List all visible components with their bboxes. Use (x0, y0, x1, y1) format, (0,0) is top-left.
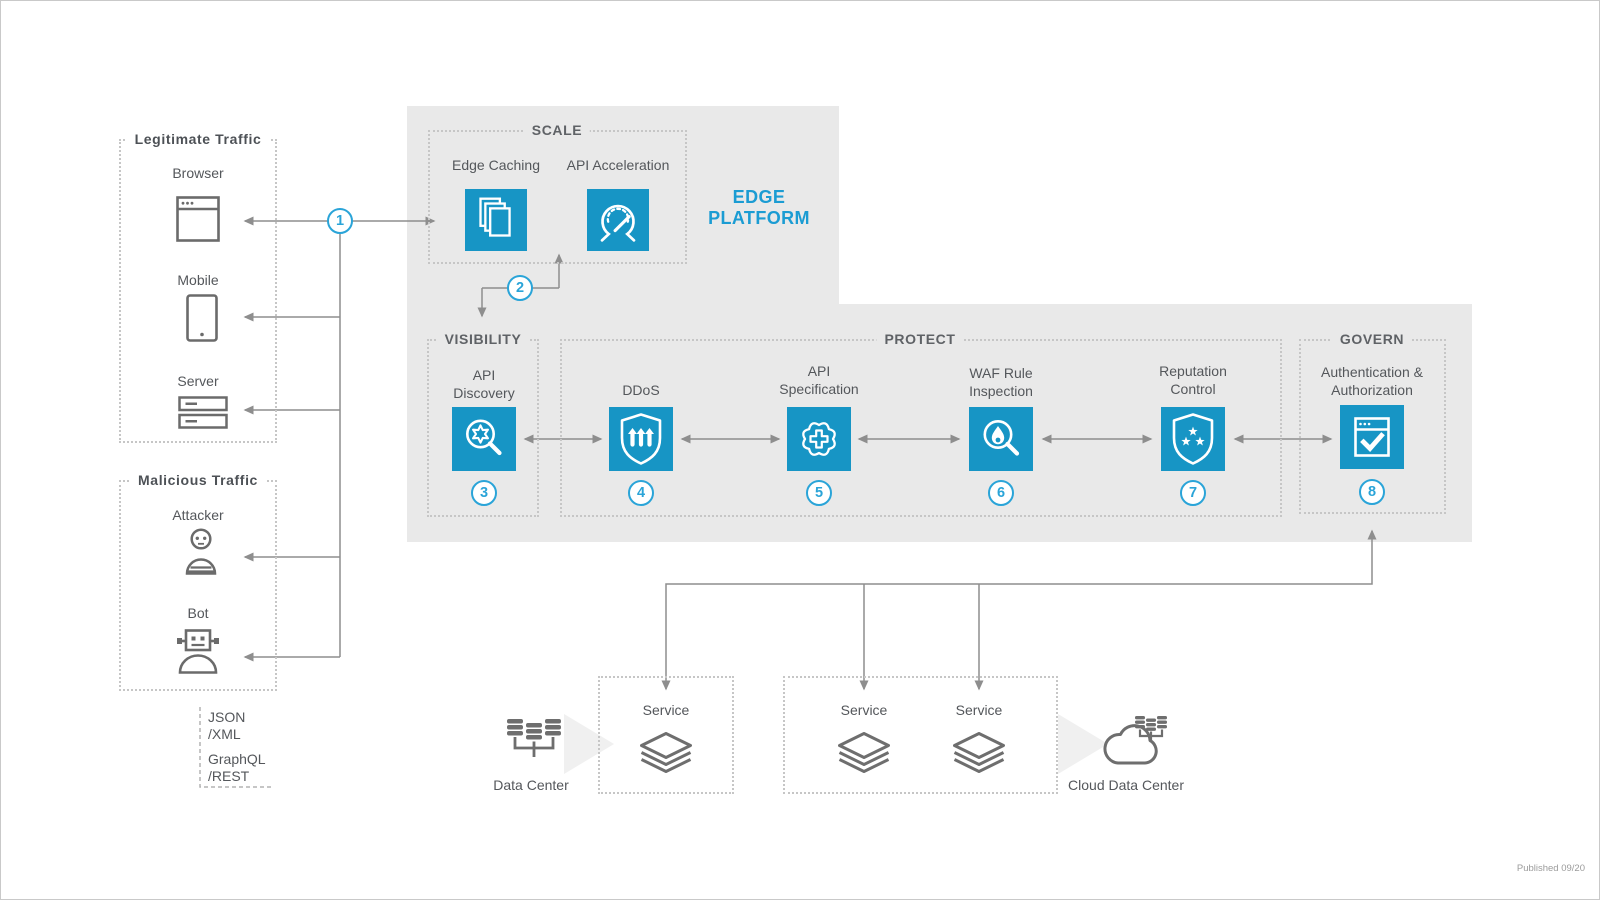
authentication-label-line2: Authorization (1331, 382, 1413, 398)
api-discovery-tile (452, 407, 516, 471)
layers-icon (953, 732, 1005, 774)
edge-caching-tile (465, 189, 527, 251)
magnifier-star-icon (466, 419, 502, 456)
step-2-badge: 2 (507, 275, 533, 301)
layers-icon (838, 732, 890, 774)
layers-icon (640, 732, 692, 774)
malicious-traffic-title: Malicious Traffic (130, 472, 266, 488)
step-3-badge: 3 (471, 480, 497, 506)
gauge-icon (600, 204, 636, 242)
protocol-rest: /REST (208, 768, 250, 784)
pages-icon (479, 197, 511, 237)
edge-platform-label: EDGE PLATFORM (708, 187, 810, 229)
protocol-graphql: GraphQL (208, 751, 266, 767)
server-icon (178, 396, 228, 429)
scale-title: SCALE (523, 122, 591, 138)
protocol-json: JSON (208, 709, 246, 725)
step-4-badge: 4 (628, 480, 654, 506)
step-8-badge: 8 (1359, 479, 1385, 505)
service2-label: Service (840, 702, 888, 718)
attacker-label: Attacker (172, 507, 224, 523)
cloud-data-center-label: Cloud Data Center (1068, 777, 1184, 793)
shield-bombs-icon (620, 413, 662, 465)
ddos-label: DDoS (622, 382, 660, 398)
reputation-control-label-line2: Control (1170, 381, 1216, 397)
bot-icon (175, 629, 221, 674)
waf-rule-inspection-tile (969, 407, 1033, 471)
service-box-1 (598, 676, 734, 794)
govern-title: GOVERN (1331, 331, 1413, 347)
database-stack-icon (505, 717, 563, 767)
api-acceleration-label: API Acceleration (566, 157, 670, 173)
browser-label: Browser (172, 165, 224, 181)
legitimate-traffic-title: Legitimate Traffic (126, 131, 270, 147)
seal-cross-icon (802, 422, 836, 456)
mobile-icon (186, 294, 218, 342)
service-box-2 (783, 676, 1058, 794)
authentication-label-line1: Authentication & (1321, 364, 1423, 380)
browser-icon (176, 196, 220, 242)
api-discovery-label-line2: Discovery (453, 385, 515, 401)
wire-origin-connector (661, 529, 1377, 691)
api-specification-label-line1: API (807, 363, 831, 379)
data-center-label: Data Center (493, 777, 569, 793)
edge-platform-line2: PLATFORM (708, 208, 810, 228)
api-acceleration-tile (587, 189, 649, 251)
step-1-badge: 1 (327, 208, 353, 234)
protect-title: PROTECT (876, 331, 964, 347)
step-7-badge: 7 (1180, 480, 1206, 506)
cloud-database-icon (1094, 709, 1172, 771)
step-5-badge: 5 (806, 480, 832, 506)
ddos-tile (609, 407, 673, 471)
magnifier-flame-icon (983, 420, 1020, 456)
service1-label: Service (642, 702, 690, 718)
window-check-icon (1354, 417, 1390, 457)
reputation-control-label-line1: Reputation (1159, 363, 1227, 379)
api-specification-tile (787, 407, 851, 471)
step-6-badge: 6 (988, 480, 1014, 506)
visibility-title: VISIBILITY (436, 331, 530, 347)
api-discovery-label-line1: API (472, 367, 496, 383)
attacker-icon (181, 528, 221, 575)
edge-platform-line1: EDGE (732, 187, 786, 207)
service3-label: Service (955, 702, 1003, 718)
mobile-label: Mobile (177, 272, 219, 288)
authentication-tile (1340, 405, 1404, 469)
published-date: Published 09/20 (1516, 863, 1585, 874)
api-specification-label-line2: Specification (779, 381, 859, 397)
edge-caching-label: Edge Caching (452, 157, 540, 173)
waf-rule-inspection-label-line1: WAF Rule (969, 365, 1033, 381)
waf-rule-inspection-label-line2: Inspection (969, 383, 1033, 399)
bot-label: Bot (187, 605, 209, 621)
server-label: Server (177, 373, 219, 389)
shield-stars-icon (1172, 413, 1214, 465)
protocol-xml: /XML (208, 726, 241, 742)
reputation-control-tile (1161, 407, 1225, 471)
